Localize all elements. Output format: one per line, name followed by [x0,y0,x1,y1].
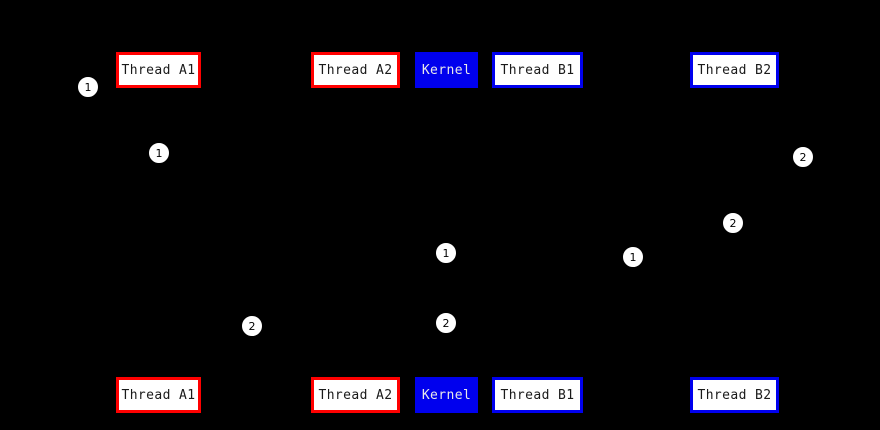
participant-box-thread-b2[interactable]: Thread B2 [690,52,779,88]
lifeline-thread-b1 [537,88,538,377]
participant-box-thread-a2[interactable]: Thread A2 [311,52,400,88]
sequence-badge-badge-1-d: 1 [623,247,643,267]
participant-box-thread-a2[interactable]: Thread A2 [311,377,400,413]
participant-box-thread-b1[interactable]: Thread B1 [492,52,583,88]
participant-box-thread-a1[interactable]: Thread A1 [116,52,201,88]
lifeline-kernel [446,88,447,377]
participant-box-thread-b1[interactable]: Thread B1 [492,377,583,413]
participant-box-kernel[interactable]: Kernel [415,52,478,88]
participant-box-thread-a1[interactable]: Thread A1 [116,377,201,413]
sequence-badge-badge-1-c: 1 [436,243,456,263]
participant-box-kernel[interactable]: Kernel [415,377,478,413]
sequence-badge-badge-2-b: 2 [723,213,743,233]
sequence-badge-badge-1-a: 1 [78,77,98,97]
message-arrow-msg-1-2 [446,253,537,254]
lifeline-thread-a2 [355,88,356,377]
sequence-badge-badge-2-c: 2 [242,316,262,336]
message-arrow-msg-2-1 [537,220,734,221]
lifeline-thread-a1 [158,88,159,377]
sequence-badge-badge-2-a: 2 [793,147,813,167]
participant-box-thread-b2[interactable]: Thread B2 [690,377,779,413]
sequence-badge-badge-1-b: 1 [149,143,169,163]
sequence-badge-badge-2-d: 2 [436,313,456,333]
